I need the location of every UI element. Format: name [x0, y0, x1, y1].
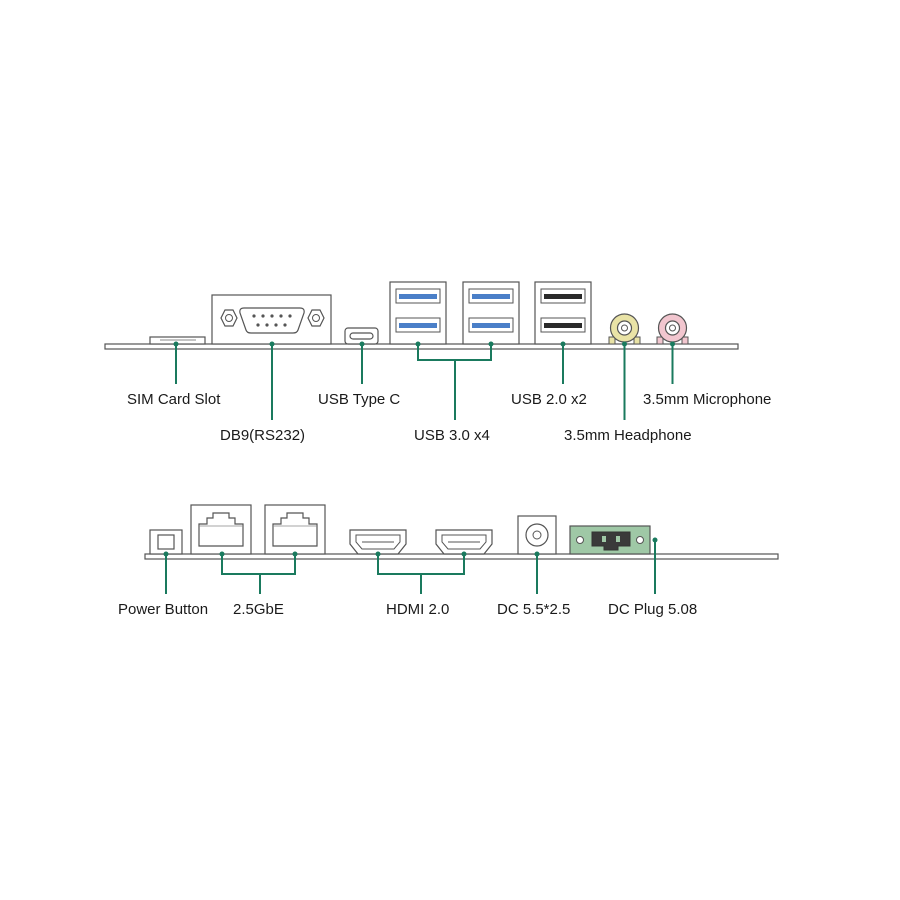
headphone-jack: [608, 313, 641, 345]
microphone-jack: [656, 313, 689, 345]
usb3-tongue: [472, 294, 510, 299]
label-usb-type-c: USB Type C: [318, 391, 401, 408]
dc-barrel-jack: [517, 515, 557, 555]
label-dc-plug: DC Plug 5.08: [608, 601, 698, 618]
usb3-tongue: [399, 294, 437, 299]
usb2-tongue: [544, 294, 582, 299]
label-power-button: Power Button: [118, 601, 209, 618]
label-db9: DB9(RS232): [220, 427, 306, 444]
bottom-board-edge: [144, 553, 779, 560]
hdmi-port-left: [349, 529, 407, 555]
usb3-stack-right: [462, 281, 520, 345]
label-sim-card-slot: SIM Card Slot: [127, 391, 221, 408]
bottom-leader-dots: [163, 537, 658, 557]
top-panel: [104, 281, 739, 420]
usb-type-c-port: [344, 327, 379, 345]
top-board-edge: [104, 343, 739, 350]
dc-plug-terminal: [569, 525, 651, 555]
usb2-tongue: [544, 323, 582, 328]
label-2-5gbe: 2.5GbE: [233, 601, 284, 618]
rj45-port-right: [264, 504, 326, 555]
hdmi-port-right: [435, 529, 493, 555]
label-dc-jack: DC 5.5*2.5: [497, 601, 571, 618]
power-button: [149, 529, 183, 555]
label-microphone: 3.5mm Microphone: [643, 391, 772, 408]
usb3-tongue: [399, 323, 437, 328]
usb3-stack-left: [389, 281, 447, 345]
bottom-panel: [144, 504, 779, 594]
bottom-leader-lines: [165, 540, 656, 594]
db9-connector: [211, 294, 332, 345]
label-headphone: 3.5mm Headphone: [564, 427, 692, 444]
usb3-tongue: [472, 323, 510, 328]
label-hdmi: HDMI 2.0: [386, 601, 450, 618]
leader-lan: [221, 554, 296, 575]
label-usb2: USB 2.0 x2: [511, 391, 587, 408]
usb2-stack: [534, 281, 592, 345]
top-leader-lines: [175, 344, 674, 420]
top-leader-dots: [173, 341, 675, 347]
label-usb3: USB 3.0 x4: [414, 427, 490, 444]
rj45-port-left: [190, 504, 252, 555]
